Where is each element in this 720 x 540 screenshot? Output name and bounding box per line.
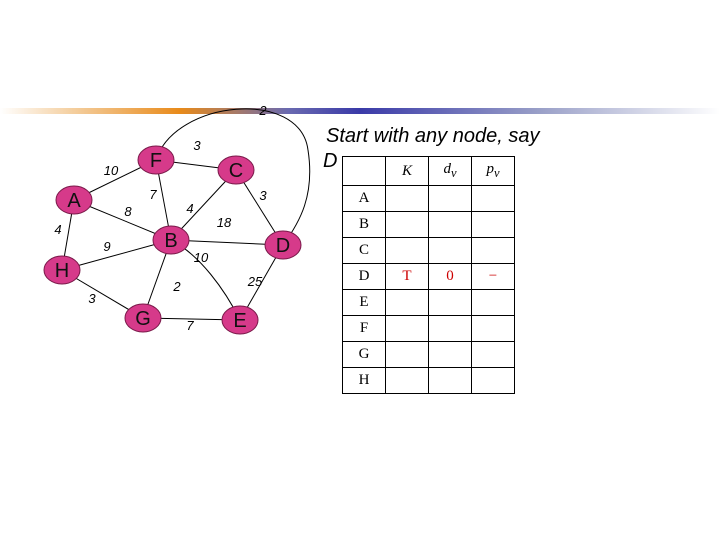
cell-pv [471, 237, 515, 264]
cell-vertex: G [342, 341, 386, 368]
cell-vertex: E [342, 289, 386, 316]
cell-pv [471, 289, 515, 316]
edge-weight-label: 7 [149, 187, 157, 202]
edge-weight-label: 3 [88, 291, 96, 306]
header-known: K [385, 156, 429, 186]
cell-pv [471, 341, 515, 368]
edge-weight-label: 10 [194, 250, 209, 265]
table-row: G [342, 341, 515, 368]
node-H: H [43, 255, 81, 285]
edge-weight-label: 3 [259, 188, 267, 203]
edge-weight-label: 2 [258, 103, 267, 118]
title-accent-bar [0, 108, 720, 114]
edge-weight-label: 8 [124, 204, 132, 219]
header-previous: pv [471, 156, 515, 186]
node-F: F [137, 145, 175, 175]
cell-vertex: D [342, 263, 386, 290]
edge-F-D [155, 108, 311, 246]
cell-vertex: F [342, 315, 386, 342]
node-label: E [233, 310, 246, 332]
cell-dv [428, 341, 472, 368]
cell-k [385, 211, 429, 238]
edge-weight-label: 9 [103, 239, 110, 254]
cell-k [385, 315, 429, 342]
heading-line-2: D [323, 150, 338, 172]
cell-dv [428, 367, 472, 394]
node-circle [217, 155, 255, 185]
header-vertex [342, 156, 386, 186]
cell-dv [428, 315, 472, 342]
table-row: E [342, 289, 515, 316]
cell-pv [471, 367, 515, 394]
node-label: D [276, 235, 290, 257]
cell-k [385, 185, 429, 212]
cell-k [385, 341, 429, 368]
table-row: B [342, 211, 515, 238]
cell-k [385, 289, 429, 316]
edge-weight-label: 25 [247, 274, 263, 289]
cell-dv [428, 185, 472, 212]
cell-pv: − [471, 263, 515, 290]
node-circle [43, 255, 81, 285]
cell-pv [471, 315, 515, 342]
table-row: C [342, 237, 515, 264]
node-G: G [124, 303, 162, 333]
edge-weight-label: 18 [217, 215, 232, 230]
table-header-row: K dv pv [342, 156, 515, 186]
cell-dv: 0 [428, 263, 472, 290]
edge-weight-label: 7 [186, 318, 194, 333]
cell-dv [428, 289, 472, 316]
cell-k [385, 367, 429, 394]
cell-k: T [385, 263, 429, 290]
edge-weight-label: 4 [186, 201, 193, 216]
table-row: H [342, 367, 515, 394]
node-label: F [150, 150, 162, 172]
edge-B-D [170, 239, 284, 246]
node-D: D [264, 230, 302, 260]
table-row: F [342, 315, 515, 342]
node-circle [55, 185, 93, 215]
table-row: A [342, 185, 515, 212]
node-E: E [221, 305, 259, 335]
node-label: G [135, 308, 151, 330]
node-circle [137, 145, 175, 175]
node-circle [264, 230, 302, 260]
node-A: A [55, 185, 93, 215]
cell-vertex: B [342, 211, 386, 238]
cell-dv [428, 211, 472, 238]
cell-vertex: C [342, 237, 386, 264]
cell-vertex: H [342, 367, 386, 394]
cell-k [385, 237, 429, 264]
node-circle [152, 225, 190, 255]
node-label: H [55, 260, 69, 282]
edge-weight-label: 4 [54, 222, 61, 237]
node-label: A [67, 190, 81, 212]
heading-line-1: Start with any node, say [326, 125, 540, 147]
cell-pv [471, 211, 515, 238]
edge-H-B [61, 239, 172, 271]
edge-weight-label: 3 [193, 138, 201, 153]
node-circle [221, 305, 259, 335]
node-label: B [164, 230, 177, 252]
cell-vertex: A [342, 185, 386, 212]
node-label: C [229, 160, 243, 182]
header-distance: dv [428, 156, 472, 186]
edge-weight-label: 2 [172, 279, 181, 294]
cell-pv [471, 185, 515, 212]
node-B: B [152, 225, 190, 255]
node-C: C [217, 155, 255, 185]
cell-dv [428, 237, 472, 264]
node-circle [124, 303, 162, 333]
edge-weight-label: 10 [104, 163, 119, 178]
